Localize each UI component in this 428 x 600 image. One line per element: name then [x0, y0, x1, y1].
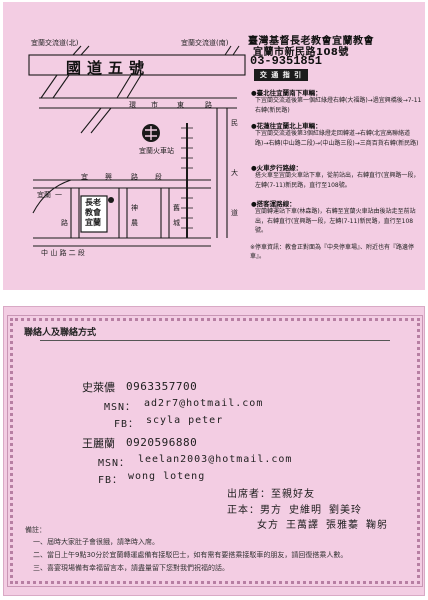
- church-box-line-2: 教會: [85, 208, 101, 217]
- side-road-label-b: 農: [131, 219, 138, 227]
- direction-body-bus: 宜蘭轉運站下車(林森路)，右轉至宜蘭火車站由後站走至前站出，右轉直行(宜興路一段…: [255, 208, 416, 234]
- interchange-north-ramp: [72, 45, 90, 56]
- direction-body-south: 下宜蘭交流道後第3個紅綠燈走回轉道→右轉(北宜高聯絡道路)→右轉(中山路二段)→…: [255, 130, 419, 147]
- yixing-label-3: 路: [131, 173, 138, 181]
- highway-road: [28, 54, 246, 76]
- remarks-label: 備註：: [25, 526, 46, 534]
- street-b: [118, 188, 128, 238]
- ring-road-label-1: 環: [129, 101, 136, 109]
- attendees-line: 出席者：至親好友: [227, 489, 315, 500]
- contact-2-fb-label: FB：: [98, 475, 124, 486]
- side-road-label-d: 城: [173, 219, 180, 227]
- direction-title-bus: ●搭客運路線：: [251, 200, 296, 208]
- title-underline: [40, 340, 390, 341]
- yilan-label: 宜蘭: [37, 191, 51, 199]
- yixing-label-2: 興: [105, 173, 112, 181]
- contact-1-name: 史萊儂: [82, 381, 115, 394]
- contact-2-msn-label: MSN：: [98, 458, 131, 469]
- parking-note: ※停車資訊：教會正對面為『中央停車場』、附近也有『路邊停車』。: [250, 244, 415, 260]
- directions-card: 宜蘭交流道(北) 宜蘭交流道(南) 國道五號 環 市 東 路 民 大 道 宜蘭火…: [3, 2, 425, 290]
- train-station-icon: [142, 124, 160, 142]
- ring-road: [39, 97, 237, 109]
- contact-2-fb: wong loteng: [128, 471, 206, 482]
- contact-1-fb: scyla peter: [146, 415, 224, 426]
- railway-ties: [181, 127, 193, 229]
- bride-family-line: 女方 王萬譯 張雅蓁 鞠躬: [257, 520, 389, 531]
- direction-body-train: 搭火車至宜蘭火車站下車，從前站出，右轉直行(宜興路一段，左轉(7-11)新民路，…: [255, 172, 420, 189]
- church-phone: 03-9351851: [250, 54, 323, 68]
- zhongshan-road: [33, 237, 211, 247]
- direction-title-south: ●花蓮往宜蘭北上車輛：: [251, 122, 322, 130]
- church-box-label: 長老 教會 宜蘭: [85, 198, 101, 228]
- direction-title-train: ●火車步行路線：: [251, 164, 303, 172]
- map-roads: [28, 45, 246, 247]
- yixing-road: [33, 179, 211, 189]
- road1-label-2: 路: [61, 219, 68, 227]
- ring-road-label-4: 路: [205, 101, 212, 109]
- traffic-guide-badge: 交 通 指 引: [254, 69, 308, 81]
- contact-2-name: 王麗蘭: [82, 437, 115, 450]
- contacts-title: 聯絡人及聯絡方式: [24, 328, 97, 338]
- minsheng-label-3: 道: [231, 209, 238, 217]
- yixing-label-1: 宜: [81, 173, 88, 181]
- contact-2-msn: leelan2003@hotmail.com: [138, 454, 293, 465]
- church-marker: [80, 195, 114, 233]
- road1-label-1: 一: [55, 191, 62, 199]
- interchange-south-label: 宜蘭交流道(南): [181, 39, 229, 47]
- side-road-label-a: 神: [131, 204, 138, 212]
- diag-road-lower: [80, 107, 112, 134]
- highway-label: 國道五號: [66, 59, 151, 77]
- diag-road-mid: [116, 74, 142, 99]
- interchange-north-label: 宜蘭交流道(北): [31, 39, 79, 47]
- street-a: [70, 188, 80, 238]
- diag-road-left: [40, 74, 70, 99]
- church-box-line-3: 宜蘭: [85, 218, 101, 227]
- curved-road: [32, 179, 72, 214]
- contact-1-phone: 0963357700: [126, 380, 198, 393]
- remark-3: 三、喜宴現場備有幸福留言本，請盡量留下您對我們祝福的話。: [33, 564, 229, 572]
- direction-body-north: 下宜蘭交流道後第一個紅綠燈右轉(大福路)→過宜興橋後→7-11右轉(新民路): [255, 97, 422, 114]
- side-road-label-c: 舊: [173, 204, 180, 212]
- zhongshan-label: 中 山 路 二 段: [41, 249, 85, 257]
- minsheng-road: [216, 108, 228, 238]
- location-map: 宜蘭交流道(北) 宜蘭交流道(南) 國道五號 環 市 東 路 民 大 道 宜蘭火…: [11, 38, 249, 268]
- ring-road-label-2: 市: [151, 101, 158, 109]
- contact-1-msn-label: MSN：: [104, 402, 137, 413]
- contact-1-msn: ad2r7@hotmail.com: [144, 398, 264, 409]
- lace-border: [7, 315, 423, 587]
- minsheng-label-1: 民: [231, 119, 238, 127]
- street-c: [160, 188, 170, 238]
- groom-family-line: 正本：男方 史維明 劉美玲: [227, 505, 363, 516]
- ring-road-label-3: 東: [177, 101, 184, 109]
- church-box-line-1: 長老: [85, 198, 101, 207]
- contact-card: 聯絡人及聯絡方式 史萊儂 0963357700 MSN： ad2r7@hotma…: [3, 306, 425, 596]
- yixing-label-4: 段: [155, 173, 162, 181]
- contact-1-fb-label: FB：: [114, 419, 140, 430]
- remark-1: 一、屆時大家肚子會很餓，請準時入席。: [33, 538, 159, 546]
- direction-title-north: ●臺北往宜蘭南下車輛：: [251, 89, 322, 97]
- remark-2: 二、當日上午9點30分於宜蘭轉運處備有接駁巴士，如有需有要搭乘接駁車的朋友，請回…: [33, 551, 348, 559]
- station-label: 宜蘭火車站: [139, 147, 174, 155]
- interchange-south-ramp: [224, 45, 240, 56]
- contact-2-phone: 0920596880: [126, 436, 198, 449]
- church-name: 臺灣基督長老教會宜蘭教會: [248, 36, 374, 47]
- minsheng-label-2: 大: [231, 169, 238, 177]
- church-address: 宜蘭市新民路108號: [253, 47, 349, 58]
